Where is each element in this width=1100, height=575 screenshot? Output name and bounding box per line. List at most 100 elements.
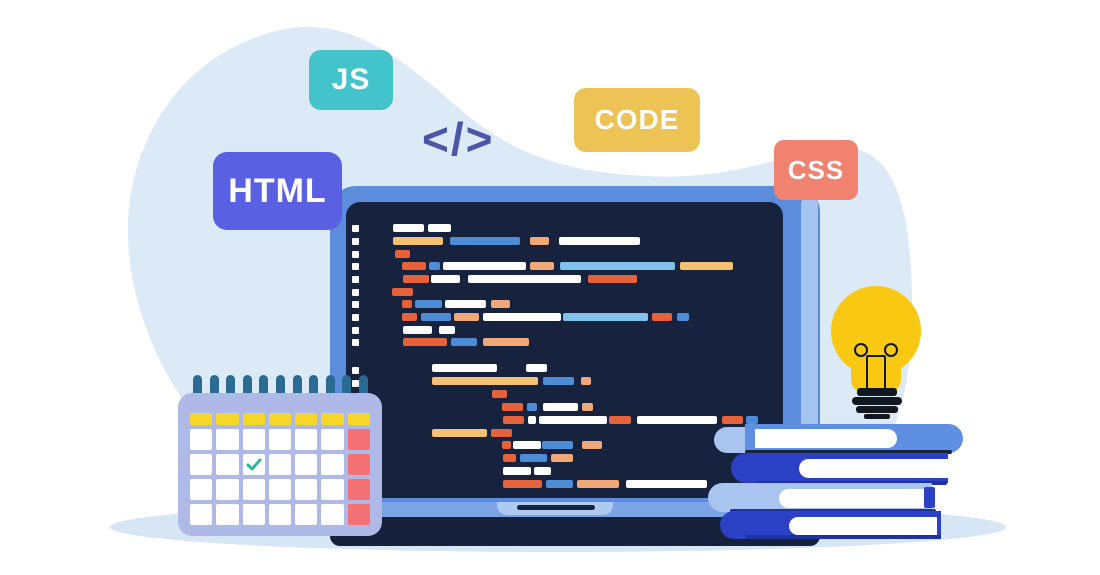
- code-line-segment: [431, 275, 460, 283]
- code-line-segment: [637, 416, 717, 424]
- code-line-segment: [392, 288, 413, 296]
- calendar-day-cell: [216, 429, 239, 450]
- code-line-segment: [439, 326, 455, 334]
- code-line-segment: [503, 416, 524, 424]
- badge-css: CSS: [774, 140, 858, 200]
- code-line-segment: [543, 403, 578, 411]
- code-line-segment: [677, 313, 689, 321]
- calendar-ring: [226, 375, 236, 403]
- code-line-segment: [577, 480, 619, 488]
- calendar-weekend-cell: [347, 429, 370, 450]
- calendar-day-cell: [295, 479, 318, 500]
- calendar-day-cell: [268, 504, 292, 525]
- code-line-segment: [534, 467, 551, 475]
- code-line-segment: [403, 275, 429, 283]
- calendar-day-cell: [321, 479, 344, 500]
- calendar-grid: [190, 413, 370, 525]
- badge-js-label: JS: [331, 63, 371, 96]
- line-marker: [352, 238, 359, 245]
- code-line-segment: [530, 262, 554, 270]
- code-line-segment: [415, 300, 442, 308]
- book-part: [745, 450, 952, 454]
- code-line-segment: [530, 237, 549, 245]
- code-line-segment: [722, 416, 743, 424]
- calendar-header-cell: [190, 413, 213, 425]
- book-part: [755, 429, 897, 448]
- calendar-day-cell: [321, 429, 344, 450]
- calendar-day-cell: [321, 504, 344, 525]
- screen-code: [346, 202, 783, 498]
- code-line-segment: [491, 300, 510, 308]
- calendar-weekend-cell: [347, 504, 370, 525]
- badge-code: CODE: [574, 88, 700, 152]
- code-line-segment: [483, 338, 529, 346]
- code-line-segment: [503, 467, 531, 475]
- code-line-segment: [560, 262, 675, 270]
- code-line-segment: [454, 313, 479, 321]
- code-line-segment: [528, 416, 536, 424]
- line-marker: [352, 289, 359, 296]
- code-line-segment: [468, 275, 581, 283]
- calendar-header-cell: [268, 413, 292, 425]
- calendar-day-cell: [268, 454, 292, 475]
- code-line-segment: [502, 441, 511, 449]
- code-line-segment: [492, 390, 507, 398]
- calendar-ring: [276, 375, 285, 403]
- calendar-ring: [242, 375, 252, 403]
- calendar-ring: [259, 375, 269, 403]
- calendar-day-cell: [190, 429, 213, 450]
- calendar-day-cell: [295, 429, 318, 450]
- code-line-segment: [520, 454, 547, 462]
- calendar-header-cell: [242, 413, 265, 425]
- code-line-segment: [402, 300, 412, 308]
- bulb-base: [852, 388, 902, 419]
- line-marker: [352, 339, 359, 346]
- line-marker: [352, 263, 359, 270]
- book-part: [799, 459, 948, 478]
- line-marker: [352, 314, 359, 321]
- code-line-segment: [443, 262, 526, 270]
- code-line-segment: [542, 441, 573, 449]
- code-line-segment: [393, 237, 443, 245]
- code-tag-icon: </>: [422, 113, 495, 165]
- calendar-day-cell: [216, 454, 239, 475]
- calendar-ring: [209, 375, 219, 403]
- code-line-segment: [503, 454, 516, 462]
- code-line-segment: [450, 237, 520, 245]
- code-line-segment: [432, 429, 487, 437]
- calendar-header-cell: [347, 413, 370, 425]
- line-marker: [352, 301, 359, 308]
- code-line-segment: [403, 326, 432, 334]
- code-line-segment: [483, 313, 561, 321]
- code-line-segment: [563, 313, 648, 321]
- code-line-segment: [582, 441, 602, 449]
- badge-html: HTML: [213, 152, 342, 230]
- code-line-segment: [428, 224, 451, 232]
- code-line-segment: [403, 338, 447, 346]
- line-marker: [352, 367, 359, 374]
- code-line-segment: [582, 403, 593, 411]
- calendar: [178, 375, 382, 536]
- code-line-segment: [539, 416, 607, 424]
- code-line-segment: [502, 403, 523, 411]
- book-part: [779, 489, 925, 508]
- bulb-neck: [851, 350, 901, 392]
- calendar-ring: [309, 375, 319, 403]
- calendar-day-cell: [242, 504, 265, 525]
- code-line-segment: [395, 250, 410, 258]
- badge-code-label: CODE: [594, 104, 680, 135]
- code-line-segment: [626, 480, 707, 488]
- code-line-segment: [402, 262, 426, 270]
- line-marker: [352, 380, 359, 387]
- calendar-ring: [292, 375, 302, 403]
- calendar-day-cell: [216, 504, 239, 525]
- code-line-segment: [432, 364, 497, 372]
- code-line-segment: [429, 262, 440, 270]
- book-part: [924, 487, 935, 508]
- calendar-day-cell: [242, 454, 265, 475]
- calendar-header-cell: [295, 413, 318, 425]
- calendar-day-cell: [190, 479, 213, 500]
- calendar-day-cell: [268, 429, 292, 450]
- calendar-ring: [359, 375, 368, 403]
- code-line-segment: [551, 454, 573, 462]
